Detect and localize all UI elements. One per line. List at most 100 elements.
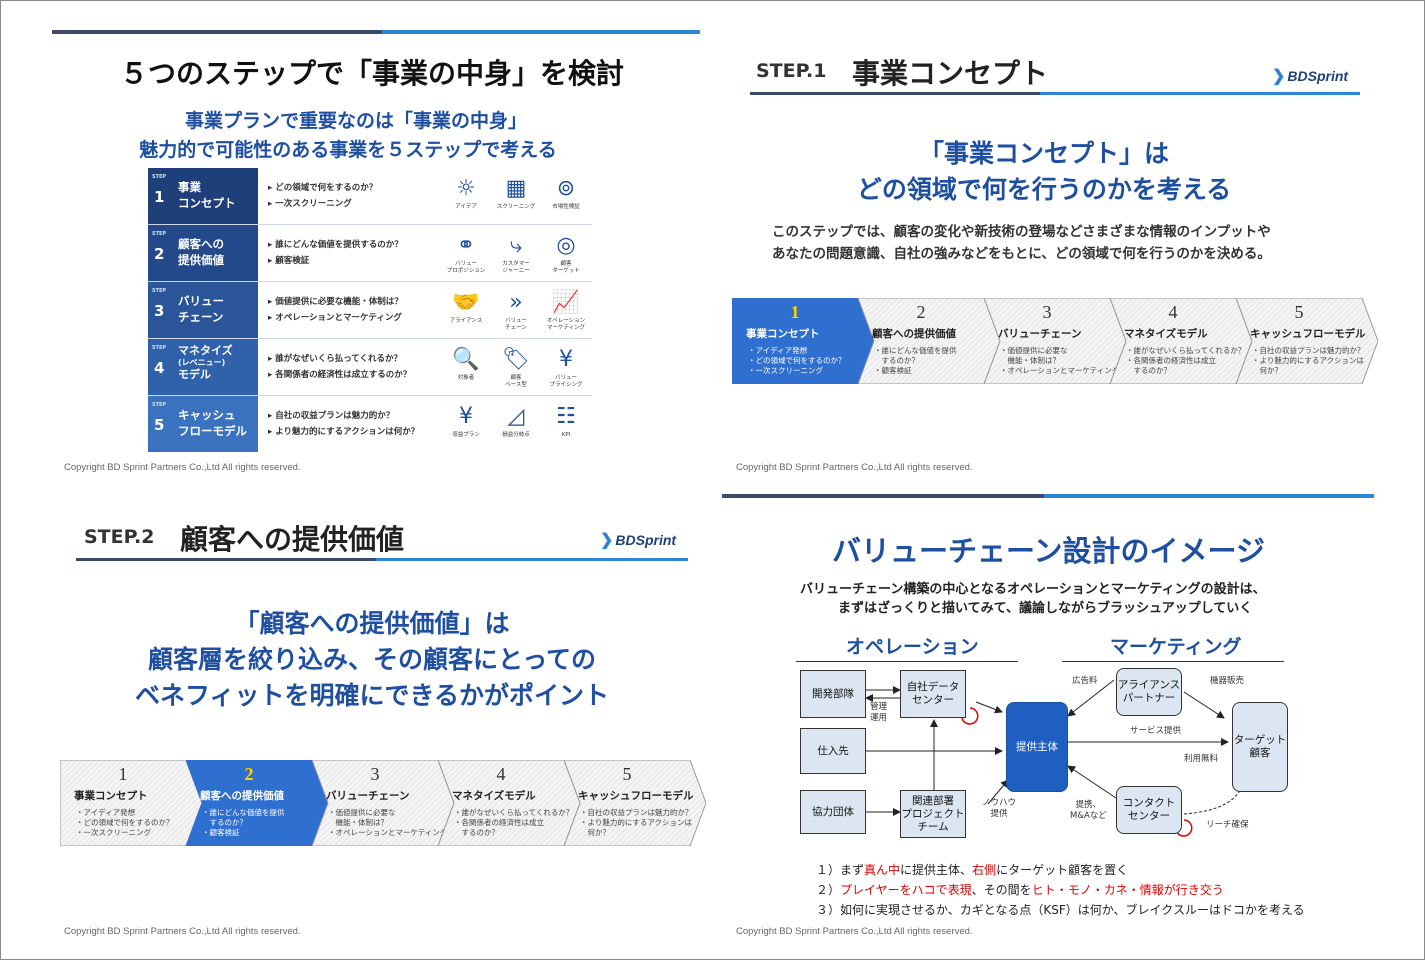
chevron-desc-line: ・オペレーションとマーケティング — [328, 828, 448, 837]
icon-label: アイデア — [455, 204, 477, 210]
chevron-description: ・誰がなぜいくら払ってくれるか？・各関係者の経済性は成立 するのか？ — [1126, 346, 1245, 376]
icon-label: 顧客 ベース型 — [505, 375, 527, 388]
step-name-line-1: バリュー — [178, 294, 224, 308]
chevron-desc-line: するのか？ — [454, 828, 499, 837]
label-knowhow-1: ノウハウ — [982, 798, 1017, 808]
loop-icons — [961, 707, 1193, 837]
label-tieup: 提携、M&Aなど — [1070, 800, 1107, 822]
marketing-heading: マーケティング — [1110, 636, 1242, 658]
yen-tag-icon-tile: ¥バリュー プライシング — [544, 345, 588, 393]
label-management-2: 運用 — [870, 713, 888, 723]
chevron-desc-line: ・どの領域で何をするのか？ — [748, 356, 846, 365]
step-name: バリューチェーン — [178, 293, 224, 325]
related-dept-line-1: 関連部署 — [912, 794, 954, 807]
step-name: マネタイズ(レベニュー)モデル — [178, 345, 233, 381]
copyright: Copyright BD Sprint Partners Co.,Ltd All… — [64, 926, 301, 937]
chevron-desc-line: ・オペレーションとマーケティング — [1000, 366, 1120, 375]
growth-icon-tile: 📈オペレーション マーケティング — [544, 288, 588, 336]
step-name-line-2: モデル — [178, 368, 211, 381]
label-tieup-2: M&Aなど — [1070, 811, 1107, 821]
step-name-line-1: マネタイズ — [178, 344, 233, 357]
chevron-title: キャッシュフローモデル — [1250, 328, 1366, 340]
chevron-desc-line: ・顧客検証 — [202, 828, 240, 837]
step-tag: STEP — [152, 402, 167, 408]
chevron-description: ・自社の収益プランは魅力的か？・より魅力的にするアクションは 何か？ — [580, 808, 693, 838]
slide-title: 顧客への提供価値 — [180, 523, 405, 556]
chevron-desc-line: ・各関係者の経済性は成立 — [454, 818, 544, 827]
chevron-desc-line: ・一次スクリーニング — [748, 366, 823, 375]
copyright: Copyright BD Sprint Partners Co.,Ltd All… — [736, 462, 973, 473]
step-name: 顧客への提供価値 — [178, 236, 224, 268]
heading-line-2: どの領域で何を行うのかを考える — [856, 175, 1232, 204]
supplier-box: 仕入先 — [800, 728, 866, 774]
contact-center-line-1: コンタクト — [1122, 797, 1176, 809]
chevron-desc-line: ・どの領域で何をするのか？ — [76, 818, 174, 827]
kpi-icon: ☷ — [556, 404, 576, 429]
chevron-desc-line: ・アイディア発想 — [748, 346, 808, 355]
chevron-shape — [438, 760, 580, 846]
journey-icon: ⤷ — [509, 233, 523, 258]
chevron-title: キャッシュフローモデル — [578, 790, 694, 802]
chevron-title: マネタイズモデル — [452, 790, 536, 802]
chevron-desc-line: ・より魅力的にするアクションは — [1252, 356, 1365, 365]
step-bullet: ▸ どの領域で何をするのか？ — [268, 183, 378, 193]
note-1-e: にターゲット顧客を置く — [996, 863, 1129, 877]
step-prefix: STEP.1 — [756, 60, 827, 82]
step-number: 2 — [154, 245, 165, 263]
body-line-1: このステップでは、顧客の変化や新技術の登場などさまざまな情報のインプットや — [772, 224, 1271, 240]
copyright: Copyright BD Sprint Partners Co.,Ltd All… — [736, 926, 973, 937]
connector-lines — [844, 679, 1247, 816]
subtitle-line-1: 事業プランで重要なのは「事業の中身」 — [184, 110, 527, 132]
flow-arrows — [844, 679, 1247, 837]
icon-label: スクリーニング — [496, 204, 536, 210]
related-dept-box: 関連部署プロジェクトチーム — [900, 790, 966, 838]
bdsprint-logo: ❯BDSprint — [1272, 66, 1348, 86]
chevron-number: 2 — [916, 302, 926, 322]
label-tieup-1: 提携、 — [1075, 800, 1102, 810]
bdsprint-logo: ❯BDSprint — [600, 530, 676, 550]
magnifier-icon: 🔍 — [452, 347, 480, 372]
alliance-partner-box: アライアンスパートナー — [1116, 668, 1182, 716]
body-line-1: バリューチェーン構築の中心となるオペレーションとマーケティングの設計は、 — [800, 582, 1266, 597]
icon-label: 市場性検証 — [552, 204, 580, 210]
step-bullets: ▸ 自社の収益プランは魅力的か？▸ より魅力的にするアクションは何か？ — [268, 408, 419, 440]
chevron-desc-line: ・誰がなぜいくら払ってくれるか？ — [454, 808, 574, 817]
heading-line-2: 顧客層を絞り込み、その顧客にとっての — [147, 645, 596, 674]
chevron-desc-line: ・一次スクリーニング — [76, 828, 151, 837]
chevron-desc-line: するのか？ — [874, 356, 919, 365]
data-center-box: 自社データセンター — [900, 670, 966, 718]
step-bullets: ▸ 価値提供に必要な機能・体制は？▸ オペレーションとマーケティング — [268, 294, 403, 326]
chevron-desc-line: するのか？ — [1126, 366, 1171, 375]
heading-line-1: 「顧客への提供価値」は — [234, 609, 510, 638]
lightbulb-icon-tile: ☼アイデア — [444, 174, 488, 222]
handshake-icon-tile: 🤝アライアンス — [444, 288, 488, 336]
row-divider — [148, 395, 592, 396]
slide-value-chain: バリューチェーン設計のイメージ バリューチェーン構築の中心となるオペレーションと… — [712, 480, 1424, 960]
yen-tag-icon: ¥ — [559, 347, 573, 372]
logo-arrow-icon: ❯ — [1272, 68, 1286, 85]
chevron-desc-line: ・顧客検証 — [874, 366, 912, 375]
step-bullets: ▸ 誰にどんな価値を提供するのか？▸ 顧客検証 — [268, 237, 403, 269]
chevron-description: ・アイディア発想・どの領域で何をするのか？・一次スクリーニング — [748, 346, 846, 376]
chevron-description: ・アイディア発想・どの領域で何をするのか？・一次スクリーニング — [76, 808, 174, 838]
chevron-shape — [60, 760, 202, 846]
chevron-title: バリューチェーン — [998, 328, 1082, 340]
chevron-desc-line: ・価値提供に必要な — [328, 808, 396, 817]
label-knowhow-2: 提供 — [990, 809, 1008, 819]
top-bar-light — [1044, 494, 1374, 498]
chevron-number: 4 — [1168, 302, 1178, 322]
step-name-line-2: フローモデル — [178, 424, 247, 438]
step-bullet: ▸ 価値提供に必要な機能・体制は？ — [268, 297, 403, 307]
venn-icon: ⚭ — [456, 233, 476, 258]
data-center-line-1: 自社データ — [906, 681, 960, 693]
chevron-title: 事業コンセプト — [746, 328, 820, 340]
heading-line-1: 「事業コンセプト」は — [918, 139, 1169, 168]
chevron-shape — [732, 298, 874, 384]
note-1: １）まず真ん中に提供主体、右側にターゲット顧客を置く — [816, 860, 1305, 880]
